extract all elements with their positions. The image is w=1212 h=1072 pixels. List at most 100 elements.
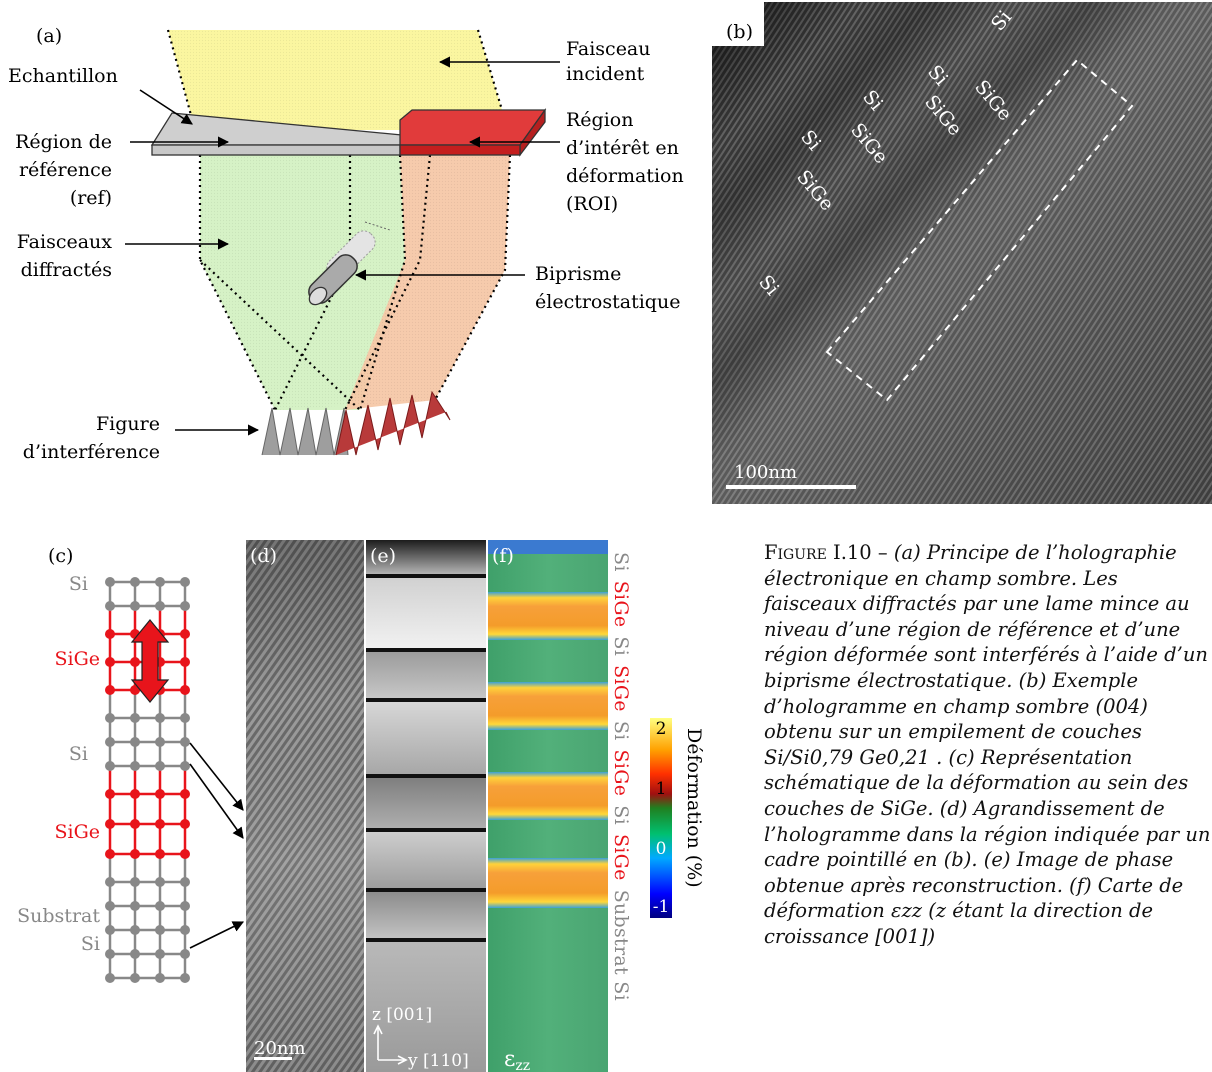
lattice-atom: [105, 973, 115, 983]
colorbar-tick-m1: -1: [653, 897, 670, 917]
lattice-atom: [155, 819, 165, 829]
phase-band: [366, 700, 486, 776]
lattice-atom: [180, 713, 190, 723]
colorbar-title: Déformation (%): [683, 728, 705, 888]
colorbar-tick-1: 1: [656, 779, 667, 799]
label-region-ref-1: Région de: [15, 131, 112, 153]
phase-band: [366, 940, 486, 1072]
lattice-atom: [105, 901, 115, 911]
lattice-atom: [155, 925, 165, 935]
c-label-substrat: Substrat: [17, 905, 100, 927]
lattice-atom: [130, 849, 140, 859]
lattice-atom: [105, 657, 115, 667]
lattice-atom: [180, 877, 190, 887]
axis-icon: [373, 1024, 408, 1065]
lattice-atom: [130, 901, 140, 911]
lattice-atom: [105, 789, 115, 799]
lattice-atom: [130, 973, 140, 983]
label-roi-2: d’intérêt en: [566, 137, 679, 159]
colorbar-tick-2: 2: [656, 719, 667, 739]
lattice-atom: [105, 925, 115, 935]
scale-bar-b: [726, 485, 856, 489]
vertical-layer-label: SiGe: [610, 665, 632, 712]
lattice-atom: [105, 577, 115, 587]
strain-band-sige: [488, 858, 608, 908]
panel-f-strain-map: (f) εzz: [488, 540, 608, 1072]
label-faisceau-incident-1: Faisceau: [566, 38, 651, 60]
lattice-atom: [130, 601, 140, 611]
lattice-atom: [155, 949, 165, 959]
lattice-atom: [130, 737, 140, 747]
strain-colorbar: 2 1 0 -1 Déformation (%): [650, 718, 705, 918]
lattice-atom: [180, 973, 190, 983]
lattice-atom: [130, 577, 140, 587]
lattice-atom: [180, 819, 190, 829]
lattice-atom: [180, 685, 190, 695]
lattice-atom: [155, 713, 165, 723]
lattice-atom: [130, 877, 140, 887]
c-label-si-2: Si: [69, 743, 88, 765]
lattice-atom: [180, 949, 190, 959]
panel-d-label: (d): [250, 545, 277, 567]
lattice-atom: [155, 789, 165, 799]
c-label-si-3: Si: [81, 933, 100, 955]
vertical-layer-label: Si: [610, 636, 632, 657]
strain-symbol: εzz: [504, 1047, 530, 1072]
panel-f-label: (f): [492, 545, 514, 567]
scale-bar-d-label: 20nm: [254, 1038, 306, 1059]
lattice-atom: [180, 849, 190, 859]
panel-d-hologram-zoom: (d) 20nm: [246, 540, 364, 1072]
panel-c-lattice: (c) Si SiGe Si SiGe Substrat Si: [17, 545, 245, 983]
phase-wrap-line: [366, 648, 486, 652]
lattice-atom: [105, 737, 115, 747]
lattice-atom: [130, 713, 140, 723]
lattice-atom: [180, 901, 190, 911]
lattice-atom: [105, 849, 115, 859]
panel-c-label: (c): [48, 545, 73, 567]
label-faisceaux-1: Faisceaux: [17, 231, 112, 253]
lattice-atom: [180, 925, 190, 935]
phase-band: [366, 890, 486, 940]
lattice-atom: [130, 789, 140, 799]
lattice-atom: [155, 577, 165, 587]
lattice-atom: [105, 629, 115, 639]
scale-bar-d: [254, 1057, 292, 1060]
c-label-sige-2: SiGe: [54, 821, 100, 843]
label-echantillon: Echantillon: [8, 65, 118, 87]
label-faisceaux-2: diffractés: [21, 259, 112, 281]
c-label-si-1: Si: [69, 573, 88, 595]
strain-band-sige: [488, 592, 608, 640]
lattice-atom: [105, 949, 115, 959]
phase-band: [366, 830, 486, 890]
label-figure-2: d’interférence: [23, 441, 160, 463]
strain-band-sige: [488, 772, 608, 820]
axis-y-label: y [110]: [407, 1051, 469, 1071]
vertical-layer-label: SiGe: [610, 749, 632, 797]
phase-wrap-line: [366, 938, 486, 942]
phase-wrap-line: [366, 698, 486, 702]
panel-e-label: (e): [370, 545, 396, 567]
lattice-atom: [155, 849, 165, 859]
lattice-atom: [105, 761, 115, 771]
phase-band: [366, 650, 486, 700]
lattice-atom: [105, 685, 115, 695]
phase-wrap-line: [366, 774, 486, 778]
strain-double-arrow: [130, 619, 170, 703]
panel-b-label: (b): [726, 21, 753, 43]
lattice-atom: [155, 761, 165, 771]
phase-band: [366, 776, 486, 830]
vertical-layer-label: Si: [610, 720, 632, 741]
phase-wrap-line: [366, 828, 486, 832]
lattice-atom: [105, 819, 115, 829]
phase-band: [366, 576, 486, 650]
lattice-atom: [105, 601, 115, 611]
lattice-atom: [105, 877, 115, 887]
phase-band: [366, 540, 486, 576]
lattice-atom: [130, 761, 140, 771]
c-label-sige-1: SiGe: [54, 648, 100, 670]
lattice-atom: [130, 819, 140, 829]
lattice-atom: [180, 577, 190, 587]
scale-bar-b-label: 100nm: [734, 462, 797, 483]
lattice-atom: [130, 949, 140, 959]
axis-z-label: z [001]: [372, 1005, 432, 1025]
